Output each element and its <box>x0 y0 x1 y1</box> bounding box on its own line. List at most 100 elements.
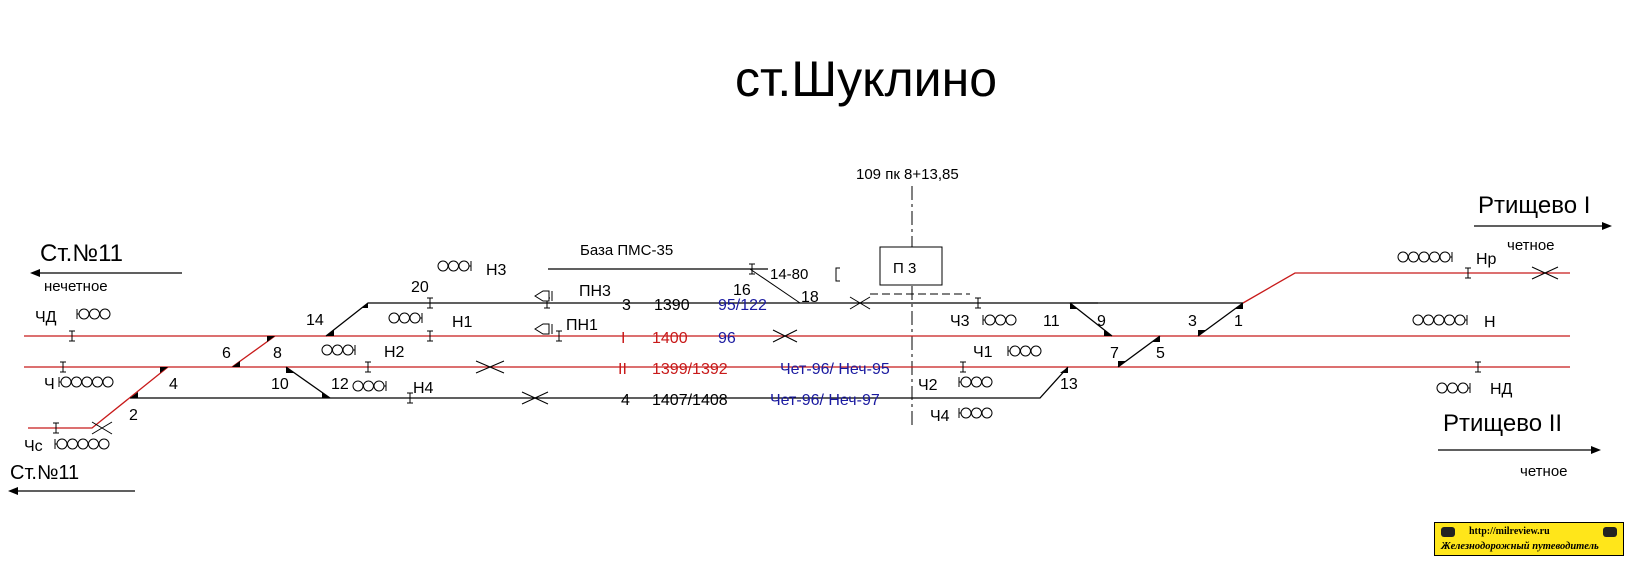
dir-left-top-sub: нечетное <box>44 278 108 295</box>
switch-6: 6 <box>222 345 231 362</box>
dir-right-top: Ртищево I <box>1478 192 1590 219</box>
link-7-5 <box>1117 335 1161 368</box>
signal-lamp-icon <box>960 407 972 419</box>
signal-mast <box>1468 383 1471 393</box>
switch-7: 7 <box>1110 345 1119 362</box>
signal-mast <box>958 408 961 418</box>
switch-18: 18 <box>801 289 819 306</box>
signal-ch: Ч <box>44 376 55 393</box>
signal-lamp-icon <box>321 344 333 356</box>
signal-mast <box>1465 315 1468 325</box>
signal-head-nr <box>1397 251 1453 263</box>
switch-10: 10 <box>271 376 289 393</box>
signal-mast <box>1007 346 1010 356</box>
track-4-capacity: Чет-96/ Неч-97 <box>770 392 880 409</box>
dir-right-bottom: Ртищево II <box>1443 410 1562 437</box>
signal-lamp-icon <box>342 344 354 356</box>
signal-lamp-icon <box>81 376 93 388</box>
switch-9: 9 <box>1097 313 1106 330</box>
signal-lamp-icon <box>88 438 99 450</box>
switch-12: 12 <box>331 376 349 393</box>
signal-head-ch <box>58 376 114 388</box>
signal-lamp-icon <box>71 376 82 388</box>
base-label: База ПМС-35 <box>580 242 673 259</box>
stop-mark-icon <box>849 296 871 310</box>
signal-head-n3 <box>437 260 472 272</box>
link-3-1 <box>1197 302 1244 337</box>
signal-lamp-icon <box>388 312 400 324</box>
switch-4: 4 <box>169 376 178 393</box>
switch-3: 3 <box>1188 313 1197 330</box>
shunting-signal-pn1 <box>534 323 553 335</box>
signal-ch1: Ч1 <box>973 344 993 361</box>
signal-lamp-icon <box>960 376 972 388</box>
picket-label: 109 пк 8+13,85 <box>856 166 959 183</box>
platform-p3 <box>879 246 943 286</box>
signal-head-ch3 <box>982 314 1017 326</box>
base-branch <box>749 268 801 304</box>
switch-14: 14 <box>306 312 324 329</box>
dir-left-bottom: Ст.№11 <box>10 462 79 484</box>
milreview-badge[interactable]: http://milreview.ru Железнодорожный путе… <box>1434 522 1624 556</box>
stop-mark-icon <box>521 391 549 405</box>
signal-nr: Нр <box>1476 251 1497 268</box>
siding-length: 14-80 <box>770 266 808 283</box>
switch-13: 13 <box>1060 376 1078 393</box>
dir-right-bottom-sub: четное <box>1520 463 1568 480</box>
badge-url[interactable]: http://milreview.ru <box>1469 526 1550 537</box>
signal-lamp-icon <box>1412 314 1424 326</box>
signal-mast <box>54 439 57 449</box>
signal-lamp-icon <box>1020 345 1031 357</box>
switch-16: 16 <box>733 282 751 299</box>
signal-nd: НД <box>1490 381 1513 398</box>
shunting-signal-pn3 <box>534 290 553 302</box>
stop-mark-icon <box>772 329 798 343</box>
signal-head-n4 <box>352 380 387 392</box>
signal-ch4: Ч4 <box>930 408 950 425</box>
switch-11: 11 <box>1043 313 1060 330</box>
signal-lamp-icon <box>92 376 103 388</box>
signal-mast <box>76 309 79 319</box>
signal-lamp-icon <box>56 438 68 450</box>
signal-mast <box>58 377 61 387</box>
signal-lamp-icon <box>437 260 449 272</box>
siding-stop <box>835 267 840 282</box>
signal-lamp-icon <box>1436 382 1448 394</box>
station-title: ст.Шуклино <box>735 51 997 107</box>
track-rtishchevo-1 <box>1242 272 1570 304</box>
locomotive-icon <box>1441 527 1455 537</box>
arrow-head-icon <box>30 269 40 277</box>
track-3-capacity: 95/122 <box>718 297 767 314</box>
signal-lamp-icon <box>1030 345 1042 357</box>
signal-lamp-icon <box>373 380 385 392</box>
signal-lamp-icon <box>995 314 1006 326</box>
link-13 <box>1020 366 1069 399</box>
arrow-head-icon <box>8 487 18 495</box>
signal-lamp-icon <box>1009 345 1021 357</box>
signal-lamp-icon <box>981 376 993 388</box>
signal-head-n2 <box>321 344 356 356</box>
signal-lamp-icon <box>984 314 996 326</box>
badge-name: Железнодорожный путеводитель <box>1441 541 1599 552</box>
track-1-length: 1400 <box>652 330 688 347</box>
track-3 <box>325 302 1098 337</box>
switch-2: 2 <box>129 407 138 424</box>
signal-pn1: ПН1 <box>566 317 598 334</box>
signal-chd: ЧД <box>35 309 57 326</box>
signal-chs: Чс <box>24 438 43 455</box>
signal-head-ch1 <box>1007 345 1042 357</box>
signal-n3: Н3 <box>486 262 507 279</box>
signal-lamp-icon <box>1397 251 1409 263</box>
switch-numbers: 20 14 16 18 6 8 10 12 4 2 11 9 3 1 7 5 1… <box>129 279 1243 424</box>
signal-lamp-icon <box>448 260 459 272</box>
stop-mark-icon <box>1531 266 1559 280</box>
switch-20: 20 <box>411 279 429 296</box>
locomotive-icon <box>1603 527 1617 537</box>
signal-mast <box>353 345 356 355</box>
signal-lamp-icon <box>99 308 111 320</box>
signal-mast <box>1450 252 1453 262</box>
track-4-num: 4 <box>621 392 630 409</box>
dir-right-top-sub: четное <box>1507 237 1555 254</box>
signal-n2: Н2 <box>384 344 405 361</box>
